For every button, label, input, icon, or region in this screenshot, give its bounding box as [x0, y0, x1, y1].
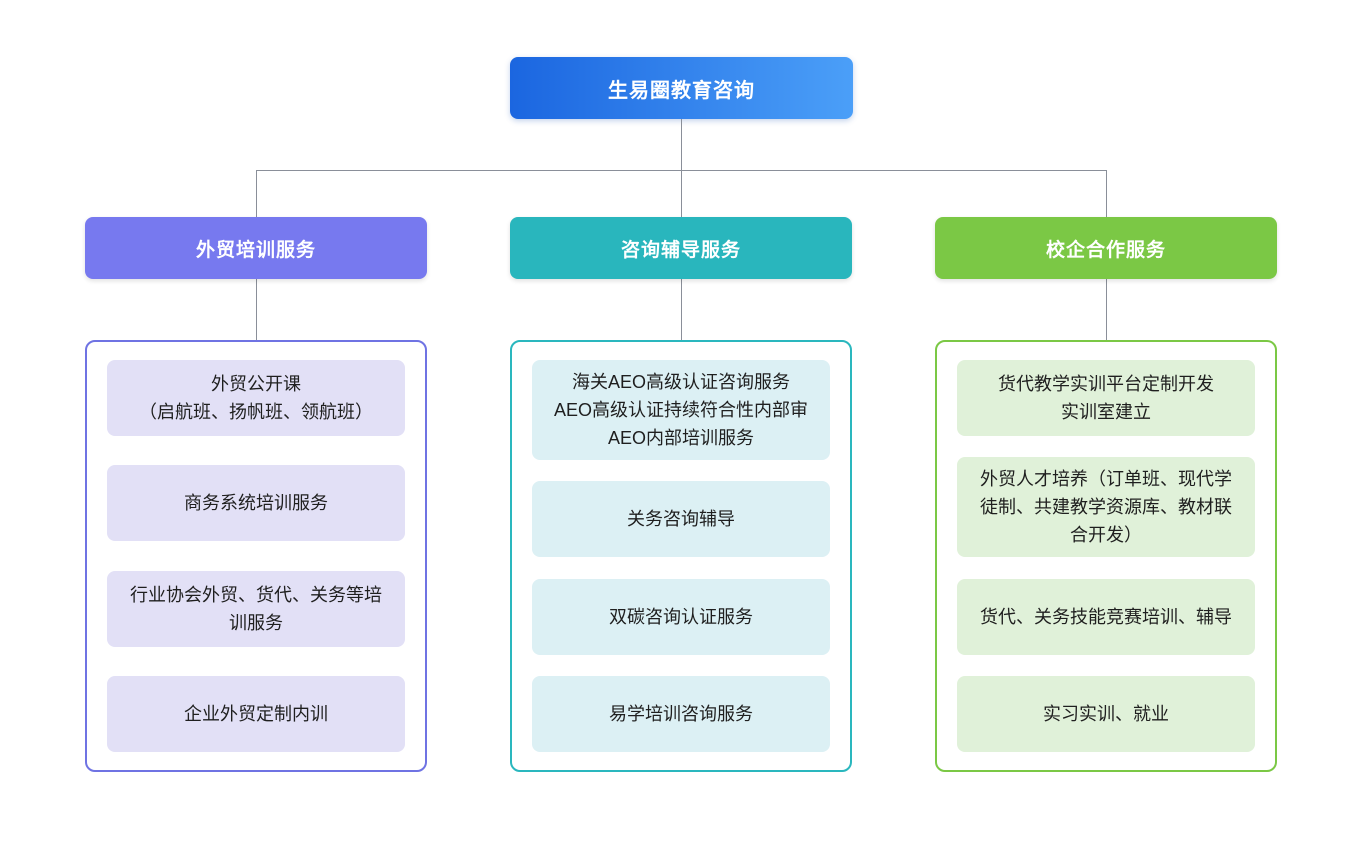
branch-column: 校企合作服务 货代教学实训平台定制开发 实训室建立外贸人才培养（订单班、现代学徒…	[935, 217, 1277, 772]
connector-branch-stem-right	[1106, 279, 1107, 340]
connector-branch-stem-middle	[681, 279, 682, 340]
branch-header: 外贸培训服务	[85, 217, 427, 279]
service-item: 货代教学实训平台定制开发 实训室建立	[957, 360, 1255, 436]
branch-header: 校企合作服务	[935, 217, 1277, 279]
service-item: 商务系统培训服务	[107, 465, 405, 542]
branch-column: 咨询辅导服务 海关AEO高级认证咨询服务 AEO高级认证持续符合性内部审 AEO…	[510, 217, 852, 772]
connector-drop-right	[1106, 170, 1107, 217]
branch-header: 咨询辅导服务	[510, 217, 852, 279]
connector-root-stem	[681, 119, 682, 170]
service-item: 实习实训、就业	[957, 675, 1255, 752]
connector-branch-stem-left	[256, 279, 257, 340]
service-item: 外贸人才培养（订单班、现代学徒制、共建教学资源库、教材联合开发）	[957, 457, 1255, 558]
branch-container: 货代教学实训平台定制开发 实训室建立外贸人才培养（订单班、现代学徒制、共建教学资…	[935, 340, 1277, 772]
service-item: 海关AEO高级认证咨询服务 AEO高级认证持续符合性内部审 AEO内部培训服务	[532, 360, 830, 460]
connector-drop-left	[256, 170, 257, 217]
branch-container: 外贸公开课 （启航班、扬帆班、领航班） 商务系统培训服务行业协会外贸、货代、关务等…	[85, 340, 427, 772]
branches-row: 外贸培训服务 外贸公开课 （启航班、扬帆班、领航班） 商务系统培训服务行业协会外贸…	[85, 217, 1277, 772]
service-item: 行业协会外贸、货代、关务等培训服务	[107, 570, 405, 647]
service-item: 外贸公开课 （启航班、扬帆班、领航班）	[107, 360, 405, 436]
branch-column: 外贸培训服务 外贸公开课 （启航班、扬帆班、领航班） 商务系统培训服务行业协会外贸…	[85, 217, 427, 772]
service-item: 双碳咨询认证服务	[532, 578, 830, 655]
connector-drop-middle	[681, 170, 682, 217]
service-item: 企业外贸定制内训	[107, 675, 405, 752]
root-node: 生易圈教育咨询	[510, 57, 853, 119]
branch-container: 海关AEO高级认证咨询服务 AEO高级认证持续符合性内部审 AEO内部培训服务关…	[510, 340, 852, 772]
service-item: 易学培训咨询服务	[532, 675, 830, 752]
service-item: 关务咨询辅导	[532, 481, 830, 558]
service-item: 货代、关务技能竞赛培训、辅导	[957, 578, 1255, 655]
